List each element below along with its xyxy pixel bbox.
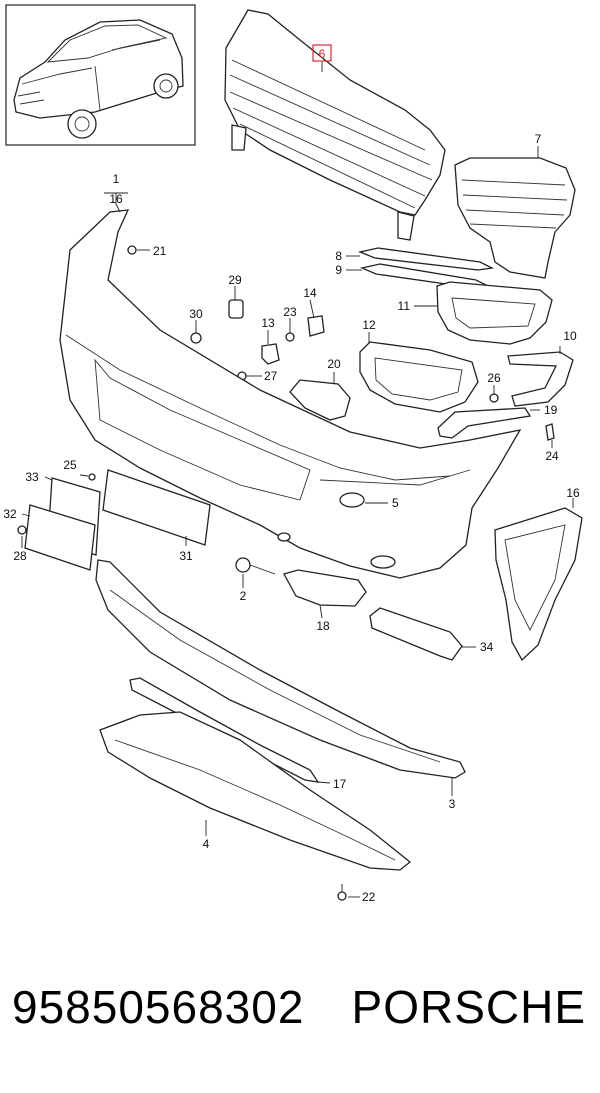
- brand-name: PORSCHE: [351, 981, 586, 1033]
- callout-26: 26: [487, 371, 501, 385]
- spoiler-part-3: [95, 559, 466, 779]
- bracket-part-20: [289, 379, 351, 421]
- bolt-part-22: [337, 884, 347, 901]
- vehicle-thumbnail: [5, 4, 196, 146]
- callout-6: 6: [319, 47, 326, 61]
- trim-strips-8-9: [357, 247, 495, 289]
- bumper-cover-part-1: [59, 209, 522, 579]
- grille-insert-part-7: [454, 157, 576, 279]
- callout-21: 21: [153, 244, 167, 258]
- callout-4: 4: [203, 837, 210, 851]
- strip-part-34: [369, 607, 463, 661]
- callout-27: 27: [264, 369, 278, 383]
- bracket-part-16: [494, 507, 583, 662]
- callout-1: 1: [113, 172, 120, 186]
- bracket-part-19: [437, 407, 532, 439]
- tow-cover-part-2: [235, 557, 276, 575]
- callout-30: 30: [189, 307, 203, 321]
- underbody-shield-part-4: [99, 711, 412, 871]
- frame-part-12: [359, 341, 479, 413]
- callout-20: 20: [327, 357, 341, 371]
- trim-part-10: [507, 351, 574, 407]
- grille-part-6: [224, 9, 446, 241]
- footer: 95850568302 PORSCHE: [0, 980, 600, 1060]
- callout-12: 12: [362, 318, 376, 332]
- bezel-part-11: [436, 281, 553, 345]
- callout-14: 14: [303, 286, 317, 300]
- callout-22: 22: [362, 890, 376, 904]
- callout-33: 33: [25, 470, 39, 484]
- callout-13: 13: [261, 316, 275, 330]
- callout-29: 29: [228, 273, 242, 287]
- callout-18: 18: [316, 619, 330, 633]
- callout-9: 9: [335, 263, 342, 277]
- callout-labels: 1 16 21 29 30 14 23 13 27 20 12 11 10 8 …: [3, 44, 580, 904]
- callout-25: 25: [63, 458, 77, 472]
- callout-34: 34: [480, 640, 494, 654]
- callout-17: 17: [333, 777, 347, 791]
- callout-3: 3: [449, 797, 456, 811]
- parts-diagram: 1 16 21 29 30 14 23 13 27 20 12 11 10 8 …: [3, 4, 583, 904]
- callout-31: 31: [179, 549, 193, 563]
- callout-32: 32: [3, 507, 17, 521]
- leader-lines: [21, 62, 574, 898]
- callout-2: 2: [240, 589, 247, 603]
- callout-8: 8: [335, 249, 342, 263]
- callout-7: 7: [535, 132, 542, 146]
- callout-5: 5: [392, 496, 399, 510]
- callout-16-right: 16: [566, 486, 580, 500]
- license-plate-parts: [24, 469, 211, 571]
- callout-6-highlight: [312, 44, 332, 62]
- callout-19: 19: [544, 403, 558, 417]
- callout-24: 24: [545, 449, 559, 463]
- callout-23: 23: [283, 305, 297, 319]
- part-number: 95850568302: [12, 981, 305, 1033]
- callout-16-top: 16: [109, 192, 123, 206]
- callout-28: 28: [13, 549, 27, 563]
- foglight-trim-part-18: [283, 569, 367, 607]
- callout-11: 11: [398, 299, 411, 313]
- callout-10: 10: [563, 329, 577, 343]
